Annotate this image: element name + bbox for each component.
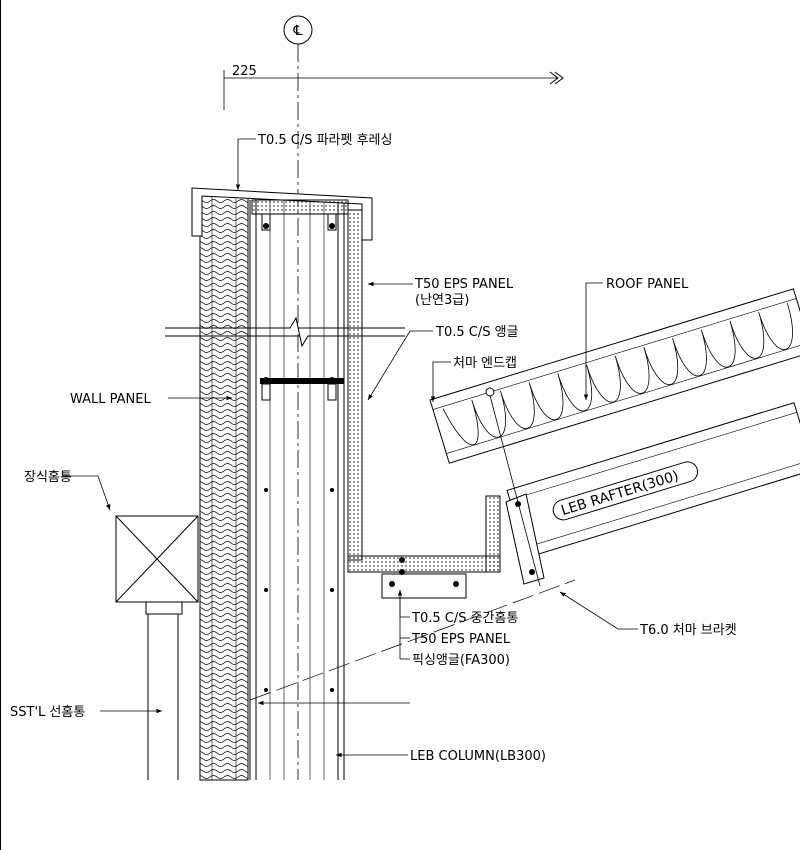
- label-downpipe: SST'L 선홈통: [10, 705, 85, 720]
- dimension-225: 225: [223, 64, 564, 110]
- roof-panel: [429, 288, 800, 464]
- label-roof-panel: ROOF PANEL: [606, 277, 689, 292]
- wall-panel: [199, 194, 249, 781]
- label-wall-panel: WALL PANEL: [70, 392, 151, 407]
- centerline-symbol: ℄: [293, 23, 303, 39]
- label-middle-gutter: T0.5 C/S 중간홈통: [411, 611, 518, 626]
- label-fixing-angle: 픽싱앵글(FA300): [412, 653, 510, 668]
- label-eps-panel-grade: (난연3급): [415, 293, 469, 308]
- label-eps-panel-bottom: T50 EPS PANEL: [411, 632, 511, 647]
- eps-panel-vertical: [347, 209, 363, 561]
- label-eave-endcap: 처마 엔드캡: [453, 356, 517, 371]
- middle-gutter: [347, 495, 501, 599]
- centerline: ℄: [283, 15, 313, 780]
- eave-bracket: [485, 387, 545, 587]
- label-column: LEB COLUMN(LB300): [410, 749, 546, 764]
- label-parapet-flashing: T0.5 C/S 파라펫 후레싱: [257, 133, 392, 148]
- break-lines: [165, 316, 405, 348]
- cs-angle: [260, 377, 344, 401]
- leb-rafter: LEB RAFTER(300): [506, 402, 800, 559]
- label-cs-angle: T0.5 C/S 앵글: [435, 325, 519, 340]
- parapet-flashing: [191, 187, 373, 241]
- leb-column: [249, 200, 345, 780]
- drawing-frame-left: [0, 0, 1, 850]
- label-eave-bracket: T6.0 처마 브라켓: [639, 623, 737, 638]
- decorative-gutter-box: [115, 515, 199, 615]
- leader-lines: [62, 138, 638, 758]
- downpipe: [147, 614, 179, 780]
- dimension-label: 225: [232, 64, 257, 79]
- label-eps-panel-top: T50 EPS PANEL: [414, 277, 514, 292]
- section-line: [249, 579, 576, 701]
- label-decorative-gutter: 장식홈통: [24, 470, 72, 485]
